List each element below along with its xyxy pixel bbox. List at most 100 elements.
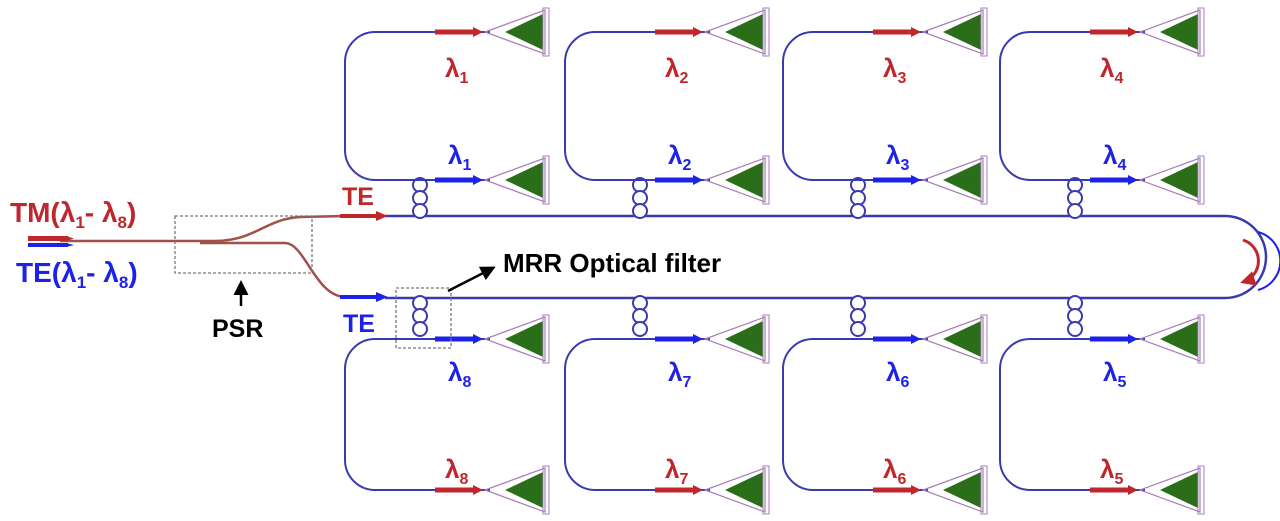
te-drop-arrow (655, 334, 703, 344)
te-lambda-label: λ2 (668, 140, 691, 174)
microring (632, 321, 648, 337)
grating-coupler (703, 314, 770, 364)
microring (632, 295, 648, 311)
te-drop-arrow (435, 334, 483, 344)
te-lambda-label: λ4 (1103, 140, 1126, 174)
tm-input-arrow (28, 236, 68, 241)
tm-drop-arrow (655, 485, 703, 495)
microring (1067, 321, 1083, 337)
microring (632, 308, 648, 324)
tm-drop-arrow (873, 27, 921, 37)
tm-drop-arrow (435, 27, 483, 37)
te-lambda-label: λ3 (886, 140, 909, 174)
microring (412, 203, 428, 219)
grating-coupler (1138, 465, 1205, 515)
drop-waveguide (564, 31, 710, 181)
tm-lambda-label: λ2 (665, 53, 688, 87)
te-drop-arrow (435, 175, 483, 185)
circulation-arrow-blue (1257, 231, 1280, 291)
filter-unit-8: λ8 λ8 (344, 295, 550, 515)
grating-coupler (703, 155, 770, 205)
tm-drop-arrow (873, 485, 921, 495)
microring (1067, 190, 1083, 206)
microring (412, 321, 428, 337)
microring (850, 308, 866, 324)
filter-unit-5: λ5 λ5 (999, 295, 1205, 515)
microring (412, 295, 428, 311)
te-drop-arrow (655, 175, 703, 185)
te-input-label: TE(λ1- λ8) (16, 257, 138, 292)
te-input-arrow (28, 243, 68, 247)
grating-coupler (1138, 7, 1205, 57)
te-lambda-label: λ5 (1103, 357, 1126, 391)
microring (850, 190, 866, 206)
tm-lambda-label: λ1 (445, 53, 468, 87)
te-drop-arrow (873, 334, 921, 344)
grating-coupler (921, 314, 988, 364)
tm-drop-arrow (655, 27, 703, 37)
drop-waveguide (344, 338, 490, 491)
psr-box (174, 215, 313, 274)
grating-coupler (1138, 314, 1205, 364)
tm-drop-arrow (1090, 485, 1138, 495)
te-drop-arrow (1090, 175, 1138, 185)
drop-waveguide (782, 338, 928, 491)
microring (1067, 295, 1083, 311)
grating-coupler (921, 7, 988, 57)
microring (412, 190, 428, 206)
tm-lambda-label: λ8 (445, 454, 468, 488)
microring (1067, 308, 1083, 324)
mrr-box (395, 287, 452, 349)
grating-coupler (1138, 155, 1205, 205)
te-drop-arrow (1090, 334, 1138, 344)
filter-unit-7: λ7 λ7 (564, 295, 770, 515)
te-lambda-label: λ7 (668, 357, 691, 391)
te-drop-arrow (873, 175, 921, 185)
grating-coupler (483, 7, 550, 57)
microring (412, 308, 428, 324)
grating-coupler (703, 465, 770, 515)
grating-coupler (483, 314, 550, 364)
tm-drop-arrow (1090, 27, 1138, 37)
grating-coupler (483, 155, 550, 205)
filter-unit-2: λ2 λ2 (564, 7, 770, 219)
tm-lambda-label: λ5 (1100, 454, 1123, 488)
drop-waveguide (999, 31, 1145, 181)
grating-coupler (921, 465, 988, 515)
te-lambda-label: λ1 (448, 140, 471, 174)
tm-drop-arrow (435, 485, 483, 495)
te-lambda-label: λ8 (448, 357, 471, 391)
mrr-pointer-arrow (447, 266, 496, 293)
psr-waveguides (60, 214, 346, 299)
drop-waveguide (999, 338, 1145, 491)
drop-waveguide (344, 31, 490, 181)
bus-waveguide (385, 214, 1268, 300)
microring (850, 321, 866, 337)
te-lambda-label: λ6 (886, 357, 909, 391)
grating-coupler (483, 465, 550, 515)
grating-coupler (921, 155, 988, 205)
microring (632, 203, 648, 219)
tm-lambda-label: λ6 (883, 454, 906, 488)
tm-input-label: TM(λ1- λ8) (10, 197, 136, 232)
microring (632, 190, 648, 206)
grating-coupler (703, 7, 770, 57)
filter-unit-1: λ1 λ1 (344, 7, 550, 219)
te-top-label: TE (342, 183, 374, 211)
te-bottom-arrow (340, 292, 388, 302)
filter-unit-6: λ6 λ6 (782, 295, 988, 515)
drop-waveguide (564, 338, 710, 491)
microring (850, 203, 866, 219)
te-bottom-label: TE (343, 310, 375, 338)
microring (850, 295, 866, 311)
te-top-arrow (340, 211, 388, 221)
drop-waveguide (782, 31, 928, 181)
psr-label: PSR (212, 315, 263, 343)
filter-unit-3: λ3 λ3 (782, 7, 988, 219)
tm-lambda-label: λ7 (665, 454, 688, 488)
tm-lambda-label: λ3 (883, 53, 906, 87)
microring (1067, 203, 1083, 219)
